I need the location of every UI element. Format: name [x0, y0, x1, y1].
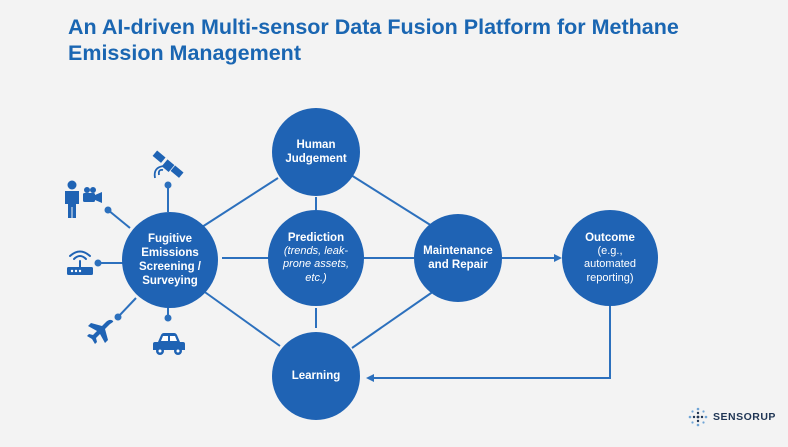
brand: SENSORUP	[688, 407, 776, 427]
node-human-judgement: Human Judgement	[272, 108, 360, 196]
spoke-dot	[164, 314, 172, 322]
node-human-line-1: Human	[296, 139, 336, 151]
node-fugitive-line-3: Screening /	[139, 261, 201, 273]
node-maintenance-line-1: Maintenance	[423, 245, 493, 257]
spoke-dot	[164, 181, 172, 189]
airplane-icon	[87, 319, 114, 344]
node-prediction-line-3: etc.)	[305, 271, 327, 284]
spoke-airplane	[117, 297, 137, 318]
edge-fugitive-human	[201, 177, 279, 228]
node-fugitive-line-2: Emissions	[141, 247, 199, 259]
node-maintenance-repair: Maintenance and Repair	[414, 214, 502, 302]
spoke-dot	[114, 313, 122, 321]
node-outcome-line-3: reporting)	[586, 271, 634, 284]
satellite-icon	[152, 150, 184, 179]
edge-outcome-learning	[366, 304, 611, 382]
node-fugitive-line-4: Surveying	[142, 275, 198, 287]
node-fugitive-line-1: Fugitive	[147, 233, 193, 245]
spoke-dot	[104, 206, 112, 214]
page-title: An AI-driven Multi-sensor Data Fusion Pl…	[68, 14, 768, 66]
spoke-dot	[94, 259, 102, 267]
node-prediction-title: Prediction	[287, 231, 345, 244]
node-outcome: Outcome (e.g., automated reporting)	[562, 210, 658, 306]
car-icon	[153, 333, 185, 355]
brand-name: SENSORUP	[713, 411, 776, 423]
title-line-2: Emission Management	[68, 41, 301, 65]
wifi-sensor-icon	[67, 250, 93, 275]
node-fugitive-emissions: Fugitive Emissions Screening / Surveying	[122, 212, 218, 308]
node-learning: Learning	[272, 332, 360, 420]
sensorup-logo-icon	[688, 407, 708, 427]
node-outcome-line-2: automated	[584, 258, 636, 271]
node-human-line-2: Judgement	[285, 153, 347, 165]
node-outcome-title: Outcome	[585, 231, 635, 244]
spoke-person	[107, 209, 131, 229]
node-prediction-line-2: prone assets,	[282, 258, 350, 271]
node-maintenance-line-2: and Repair	[428, 259, 488, 271]
node-outcome-line-1: (e.g.,	[597, 244, 623, 257]
person-camera-icon	[65, 180, 102, 218]
node-prediction-line-1: (trends, leak-	[283, 244, 349, 257]
node-prediction: Prediction (trends, leak- prone assets, …	[268, 210, 364, 306]
node-learning-label: Learning	[291, 370, 341, 382]
title-line-1: An AI-driven Multi-sensor Data Fusion Pl…	[68, 15, 679, 39]
edge-human-maintenance	[350, 174, 433, 227]
edge-fugitive-learning	[201, 289, 281, 347]
edge-maintenance-learning	[351, 290, 435, 349]
